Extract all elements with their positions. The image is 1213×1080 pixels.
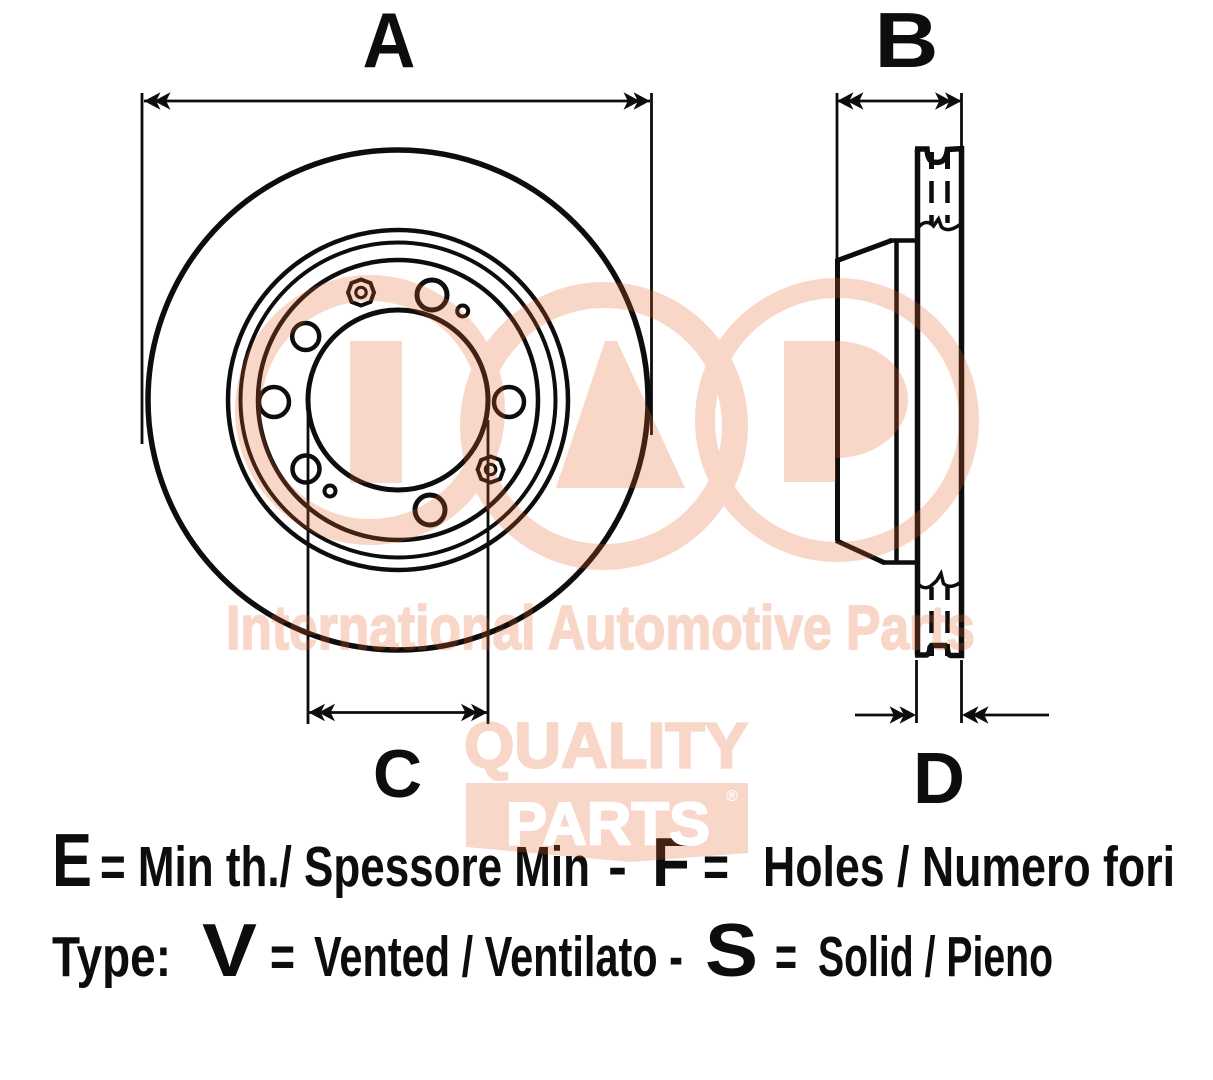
svg-text:QUALITY: QUALITY (464, 710, 748, 782)
svg-text:-: - (608, 835, 627, 899)
svg-text:D: D (913, 739, 965, 819)
svg-text:E: E (52, 818, 92, 902)
svg-text:Solid / Pieno: Solid / Pieno (818, 925, 1053, 989)
svg-text:Vented / Ventilato -: Vented / Ventilato - (314, 925, 683, 989)
svg-text:International Automotive Parts: International Automotive Parts (226, 594, 975, 663)
svg-text:®: ® (726, 788, 738, 805)
svg-text:=: = (775, 925, 797, 989)
svg-text:=: = (703, 835, 729, 899)
svg-text:Type:: Type: (52, 925, 171, 989)
svg-text:PARTS: PARTS (506, 791, 710, 858)
svg-text:V: V (202, 908, 257, 992)
svg-text:Holes / Numero fori: Holes / Numero fori (763, 835, 1175, 899)
svg-text:=: = (270, 925, 295, 989)
svg-text:A: A (363, 0, 416, 84)
svg-text:B: B (875, 0, 939, 84)
svg-text:= Min th./ Spessore Min: = Min th./ Spessore Min (100, 835, 590, 899)
svg-text:C: C (373, 736, 422, 812)
svg-text:S: S (705, 908, 758, 992)
svg-text:F: F (652, 823, 690, 901)
